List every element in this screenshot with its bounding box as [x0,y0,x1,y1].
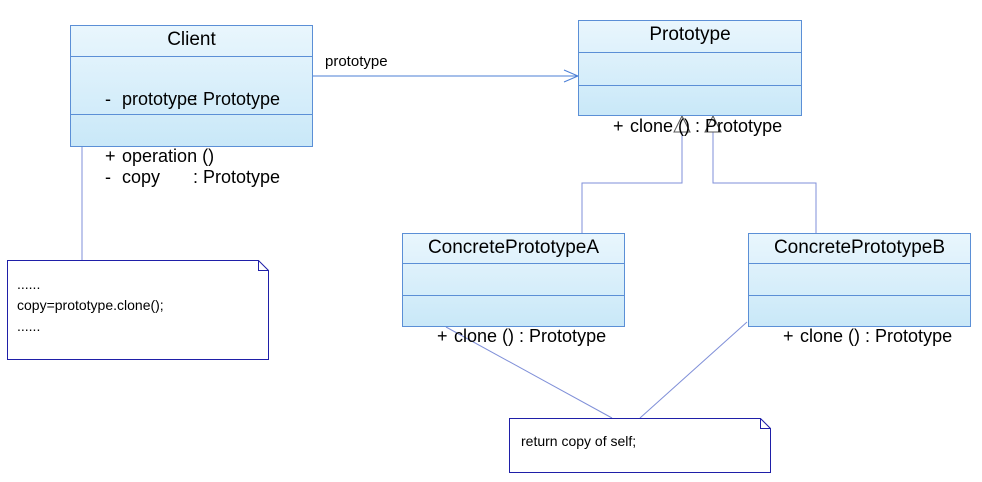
operation-signature: clone () : Prototype [454,326,607,346]
class-concrete-b-operations: + clone () : Prototype [749,296,970,346]
attribute-name: copy [122,167,161,187]
operation-visibility: + [105,146,116,166]
attribute-row: -prototype: Prototype [71,60,312,138]
note-anchor-b [639,321,748,419]
operation-signature: clone () : Prototype [630,116,783,136]
attribute-type: : Prototype [193,167,281,187]
generalization-triangle-b [704,114,722,133]
class-prototype-name-section: Prototype [579,21,801,53]
note-client-line: copy=prototype.clone(); [17,297,164,313]
attribute-visibility: - [105,89,112,109]
class-prototype-name: Prototype [649,24,731,45]
attribute-row: -copy : Prototype [71,138,312,216]
class-concrete-b-name-section: ConcretePrototypeB [749,234,970,264]
class-client-name: Client [167,29,216,50]
class-prototype[interactable]: Prototype + clone () : Prototype [578,20,802,136]
operation-visibility: + [437,326,448,346]
note-client-shape [7,260,269,360]
class-concrete-a-name: ConcretePrototypeA [427,237,600,258]
note-client-line: ...... [17,276,41,292]
class-concrete-b-name: ConcretePrototypeB [773,237,946,258]
generalization-triangle-a [673,114,691,133]
class-concrete-prototype-a[interactable]: ConcretePrototypeA + clone () : Prototype [402,233,625,346]
class-client-attributes: -prototype: Prototype -copy: Prototype [71,57,312,187]
class-concrete-a-name-section: ConcretePrototypeA [403,234,624,264]
class-concrete-a-attributes [403,264,624,296]
note-concrete-shape [509,418,771,473]
attribute-type: : Prototype [193,89,281,109]
operation-row: + clone () : Prototype [749,297,970,375]
class-concrete-b-attributes [749,264,970,296]
association-label: prototype [325,53,388,70]
operation-signature: clone () : Prototype [800,326,953,346]
note-anchor-a [445,326,613,419]
attribute-name: prototype [122,89,198,109]
class-concrete-a-operations: + clone () : Prototype [403,296,624,346]
class-prototype-attributes [579,53,801,86]
operation-visibility: + [783,326,794,346]
note-client-line: ...... [17,318,41,334]
class-client-name-section: Client [71,26,312,57]
generalization-line-b [712,132,817,233]
operation-visibility: + [613,116,624,136]
note-concrete: return copy of self; [521,431,761,455]
operation-signature: operation () [122,146,215,166]
class-prototype-operations: + clone () : Prototype [579,86,801,136]
operation-row: + operation () [71,117,312,195]
attribute-visibility: - [105,167,112,187]
class-concrete-prototype-b[interactable]: ConcretePrototypeB + clone () : Prototype [748,233,971,346]
class-client-operations: + operation () [71,115,312,166]
class-client[interactable]: Client -prototype: Prototype -copy: Prot… [70,25,313,187]
note-client: ...... copy=prototype.clone(); ...... [17,274,257,344]
operation-row: + clone () : Prototype [403,297,624,375]
generalization-line-a [581,132,683,233]
note-concrete-line: return copy of self; [521,433,637,449]
operation-row: + clone () : Prototype [579,87,801,165]
